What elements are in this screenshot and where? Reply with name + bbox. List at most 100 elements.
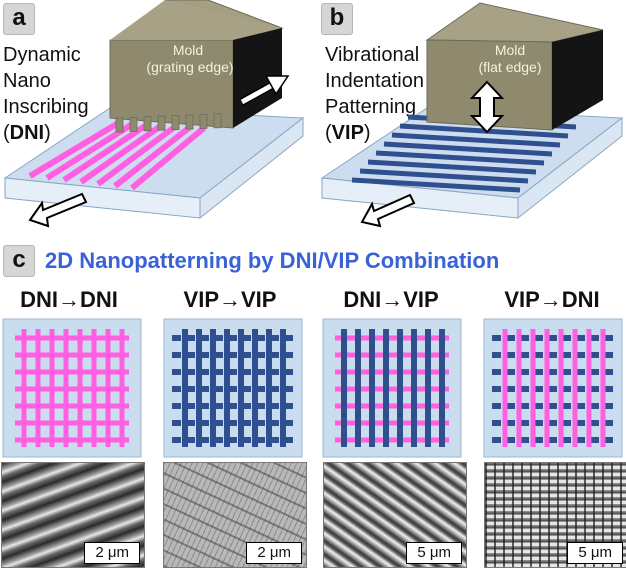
grid-h-dash [492, 437, 501, 443]
grid-v-line [77, 329, 83, 447]
panel-b-abbr: VIP [331, 122, 364, 144]
grid-v-line [63, 329, 69, 447]
grid-h-line [335, 386, 449, 392]
grid-h-dash [604, 335, 613, 341]
substrate-b-side [517, 116, 623, 220]
grid-h-dash [506, 403, 515, 409]
grid-h-line [335, 403, 449, 409]
grid-h-dash [506, 437, 515, 443]
grid-h-dash [214, 352, 223, 358]
grid-h-dash [562, 403, 571, 409]
grid-v-line [182, 329, 188, 447]
grid-h-dash [186, 420, 195, 426]
grid-h-dash [590, 386, 599, 392]
grid-h-dash [172, 352, 181, 358]
grid-h-dash [492, 403, 501, 409]
panel-a-abbr: DNI [9, 122, 45, 144]
grid-h-dash [200, 369, 209, 375]
grid-v-line [355, 329, 361, 447]
grid-v-line [21, 329, 27, 447]
grid-h-dash [492, 335, 501, 341]
mold-tooth [185, 114, 194, 130]
grid-h-dash [604, 386, 613, 392]
grid-v-line [439, 329, 445, 447]
panel-b-diagram: Mold (flat edge) [320, 2, 624, 228]
grid-h-dash [506, 335, 515, 341]
grid-v-line [544, 329, 550, 447]
grid-h-dash [604, 352, 613, 358]
substrate-a-side [199, 116, 304, 220]
grid-h-dash [172, 437, 181, 443]
panel-b-label-line1: Vibrational [325, 44, 420, 66]
scale-bar-3: 5 μm [406, 542, 462, 564]
pattern-line-b [375, 150, 545, 166]
grid-v-line [425, 329, 431, 447]
grid-h-dash [284, 369, 293, 375]
grid-h-dash [520, 437, 529, 443]
grid-h-dash [228, 352, 237, 358]
grid-h-dash [534, 420, 543, 426]
grid-h-dash [284, 386, 293, 392]
grid-h-dash [172, 335, 181, 341]
grid-v-line [49, 329, 55, 447]
grid-h-dash [548, 437, 557, 443]
pattern-line-b [383, 141, 553, 157]
panel-b-label-line2: Indentation [325, 70, 424, 92]
grid-v-line [224, 329, 230, 447]
sem-image-vip-dni: 5 μm [484, 462, 626, 568]
mold-b-dark-side [552, 30, 603, 130]
panel-a-diagram: Mold (grating edge) [3, 0, 305, 228]
grid-h-dash [590, 403, 599, 409]
grid-vip-vip [163, 318, 303, 458]
grid-h-dash [200, 437, 209, 443]
grid-v-line [252, 329, 258, 447]
grid-h-dash [562, 437, 571, 443]
panel-a-label: Dynamic Nano Inscribing (DNI) [3, 42, 89, 146]
grid-v-line [266, 329, 272, 447]
grid-h-dash [576, 335, 585, 341]
arrow-a-mold-icon [240, 75, 290, 106]
grid-h-dash [172, 420, 181, 426]
grid-v-line [397, 329, 403, 447]
pattern-line-b [391, 132, 561, 148]
mold-tooth [199, 114, 208, 129]
grid-v-line [586, 329, 592, 447]
grid-h-line [15, 352, 129, 358]
grid-h-dash [520, 403, 529, 409]
scale-bar-2: 2 μm [246, 542, 302, 564]
grating-line-a [28, 119, 122, 179]
combo-label-vip-dni: VIP→DNI [504, 287, 600, 312]
grid-h-dash [256, 437, 265, 443]
mold-tooth [213, 113, 222, 129]
grid-v-line [502, 329, 508, 447]
grid-h-dash [534, 369, 543, 375]
grid-v-line [35, 329, 41, 447]
panel-b-label-line3: Patterning [325, 96, 417, 118]
grid-h-dash [200, 352, 209, 358]
grid-h-dash [284, 420, 293, 426]
panel-c-title: 2D Nanopatterning by DNI/VIP Combination [45, 248, 500, 273]
grid-v-line [280, 329, 286, 447]
grid-h-dash [228, 403, 237, 409]
grid-h-dash [214, 386, 223, 392]
pattern-line-b [359, 168, 529, 184]
grid-h-dash [228, 335, 237, 341]
grid-v-line [238, 329, 244, 447]
grid-h-dash [172, 403, 181, 409]
mold-b-label-line1: Mold [495, 42, 525, 58]
grid-h-dash [492, 386, 501, 392]
grid-h-dash [562, 369, 571, 375]
grid-h-dash [270, 335, 279, 341]
schematics-svg: Mold (grating edge) Mold (flat edge) [3, 0, 624, 228]
grid-h-dash [242, 352, 251, 358]
grid-h-dash [242, 420, 251, 426]
grid-v-line [600, 329, 606, 447]
grid-h-dash [228, 420, 237, 426]
panel-c-badge: c [3, 245, 35, 277]
grid-h-dash [228, 437, 237, 443]
grid-dni-dni [2, 318, 142, 458]
grid-h-dash [520, 335, 529, 341]
grid-h-line [335, 437, 449, 443]
grid-v-line [196, 329, 202, 447]
